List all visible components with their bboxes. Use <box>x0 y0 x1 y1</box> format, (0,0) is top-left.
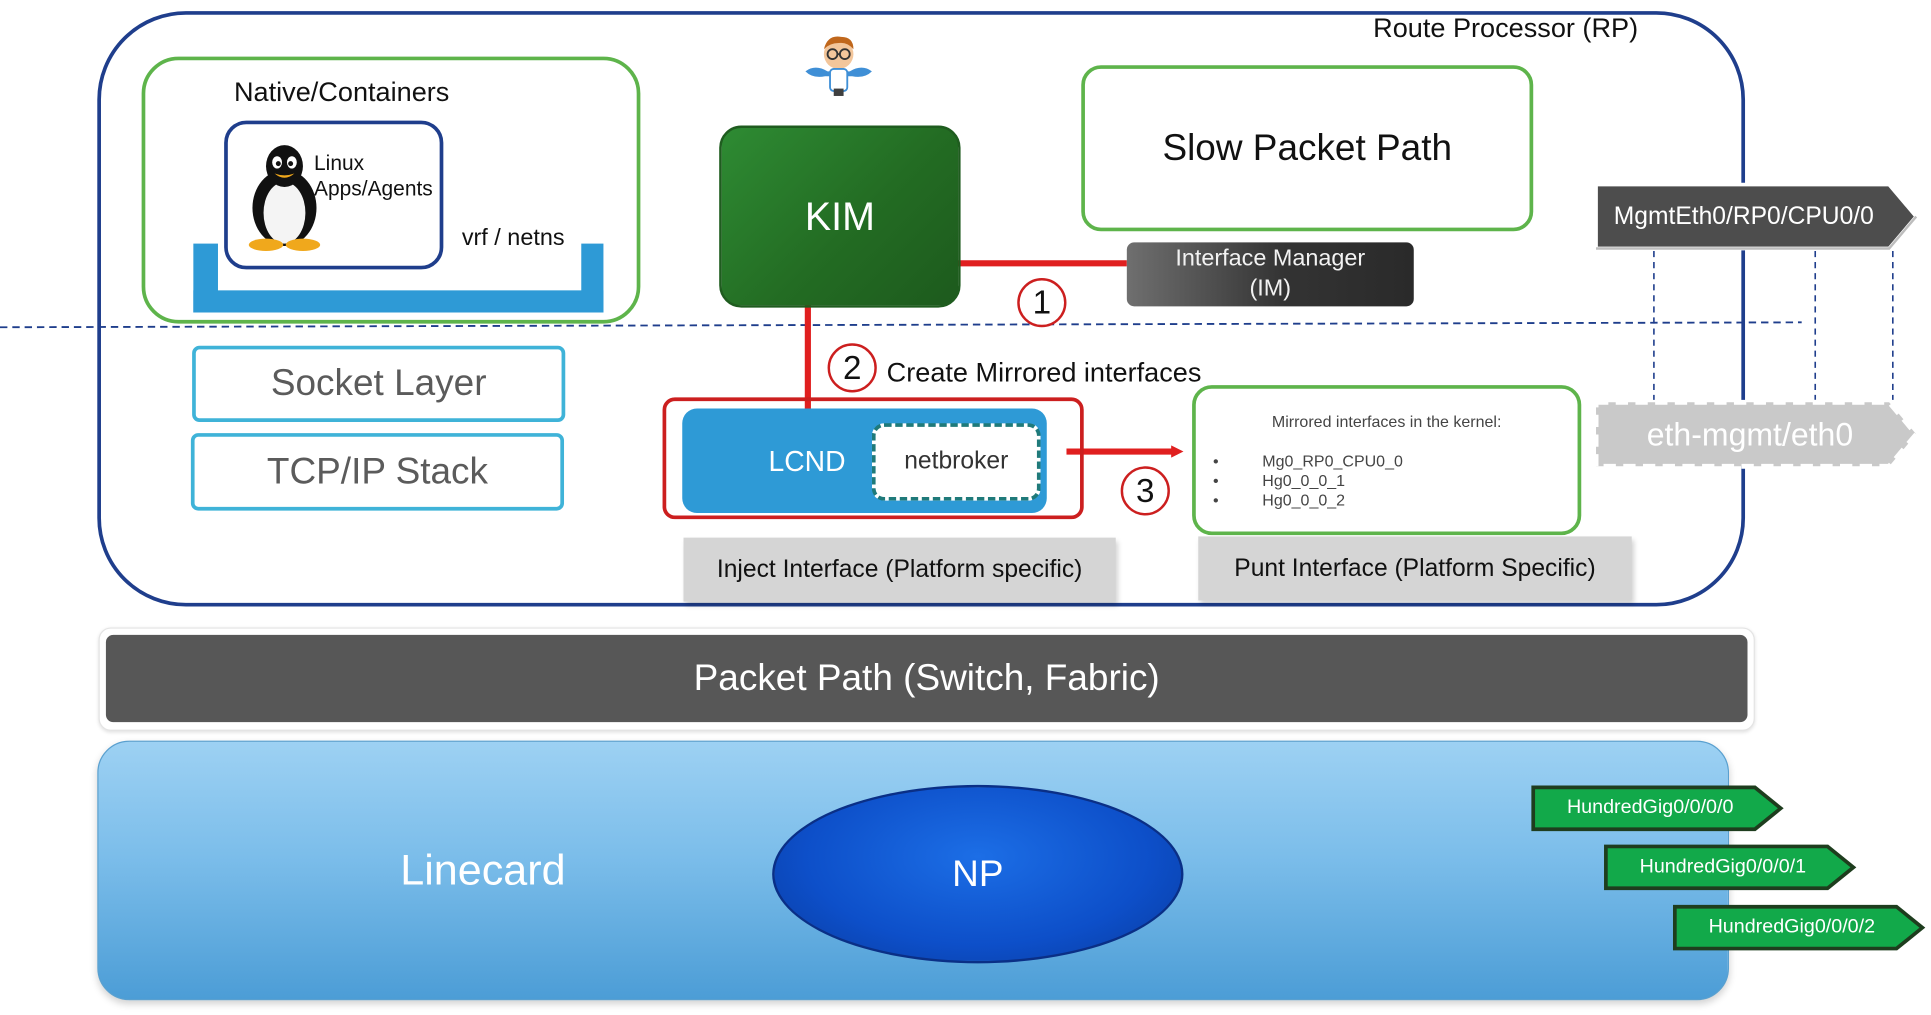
native-containers-title: Native/Containers <box>233 76 450 108</box>
create-mirrored-label: Create Mirrored interfaces <box>886 356 1202 388</box>
route-processor-frame <box>97 11 1746 607</box>
mirrored-interfaces-list: • Mg0_RP0_CPU0_0 • Hg0_0_0_1 • Hg0_0_0_2 <box>1213 452 1403 511</box>
mgmt-port-arrow <box>1594 182 1919 251</box>
linux-label-line1: Linux <box>314 151 365 175</box>
vrf-netns-label: vrf / netns <box>461 225 565 251</box>
mirrored-interfaces-box <box>1192 385 1582 536</box>
list-item: • Hg0_0_0_2 <box>1213 491 1403 511</box>
port-label: HundredGig0/0/0/2 <box>1708 916 1876 938</box>
route-processor-title: Route Processor (RP) <box>1373 12 1639 44</box>
linux-label-line2: Apps/Agents <box>314 177 433 201</box>
kim-box: KIM <box>719 125 961 308</box>
linecard-label: Linecard <box>400 846 566 895</box>
mirrored-interfaces-title: Mirrored interfaces in the kernel: <box>1271 412 1502 431</box>
list-item: • Mg0_RP0_CPU0_0 <box>1213 452 1403 472</box>
port-label: HundredGig0/0/0/1 <box>1639 856 1807 878</box>
port-arrow <box>1531 785 1784 832</box>
eth-mgmt-label: eth-mgmt/eth0 <box>1646 415 1854 453</box>
tcpip-stack-box: TCP/IP Stack <box>190 433 565 511</box>
eth-mgmt-arrow <box>1593 399 1920 469</box>
interface-manager-line1: Interface Manager <box>1175 246 1366 272</box>
slow-packet-path-box: Slow Packet Path <box>1081 65 1534 232</box>
lcnd-label: LCND <box>768 445 846 478</box>
mirrored-interface-name: Mg0_RP0_CPU0_0 <box>1262 451 1403 470</box>
port-label: HundredGig0/0/0/0 <box>1566 797 1734 819</box>
mgmt-port-label: MgmtEth0/RP0/CPU0/0 <box>1613 202 1874 230</box>
native-containers-box <box>141 56 641 324</box>
list-item: • Hg0_0_0_1 <box>1213 471 1403 491</box>
lcnd-highlight-frame <box>662 397 1084 520</box>
port-arrow <box>1604 844 1857 891</box>
bullet: • <box>1213 451 1219 470</box>
interface-manager-line2: (IM) <box>1249 275 1292 302</box>
port-arrow <box>1672 904 1926 951</box>
mirrored-interface-name: Hg0_0_0_1 <box>1262 471 1346 490</box>
linux-apps-label: Linux Apps/Agents <box>314 150 433 202</box>
np-ellipse: NP <box>772 784 1184 964</box>
inject-interface-caption: Inject Interface (Platform specific) <box>683 537 1116 602</box>
punt-interface-caption: Punt Interface (Platform Specific) <box>1198 536 1632 601</box>
bullet: • <box>1213 490 1219 510</box>
netbroker-box: netbroker <box>871 423 1041 501</box>
linux-penguin-icon <box>248 145 321 251</box>
bullet: • <box>1213 471 1219 490</box>
mirrored-interface-name: Hg0_0_0_2 <box>1262 490 1346 510</box>
rp-boundary-dashed-line <box>0 321 1802 329</box>
engineer-mascot-icon <box>805 36 872 96</box>
interface-manager-box: Interface Manager (IM) <box>1126 242 1414 307</box>
vrf-bucket-bottom <box>193 290 604 313</box>
step-1-marker: 1 <box>1017 278 1067 328</box>
step-3-marker: 3 <box>1120 466 1170 516</box>
step-2-marker: 2 <box>827 343 877 393</box>
socket-layer-box: Socket Layer <box>192 345 566 422</box>
packet-path-bar: Packet Path (Switch, Fabric) <box>105 634 1748 723</box>
